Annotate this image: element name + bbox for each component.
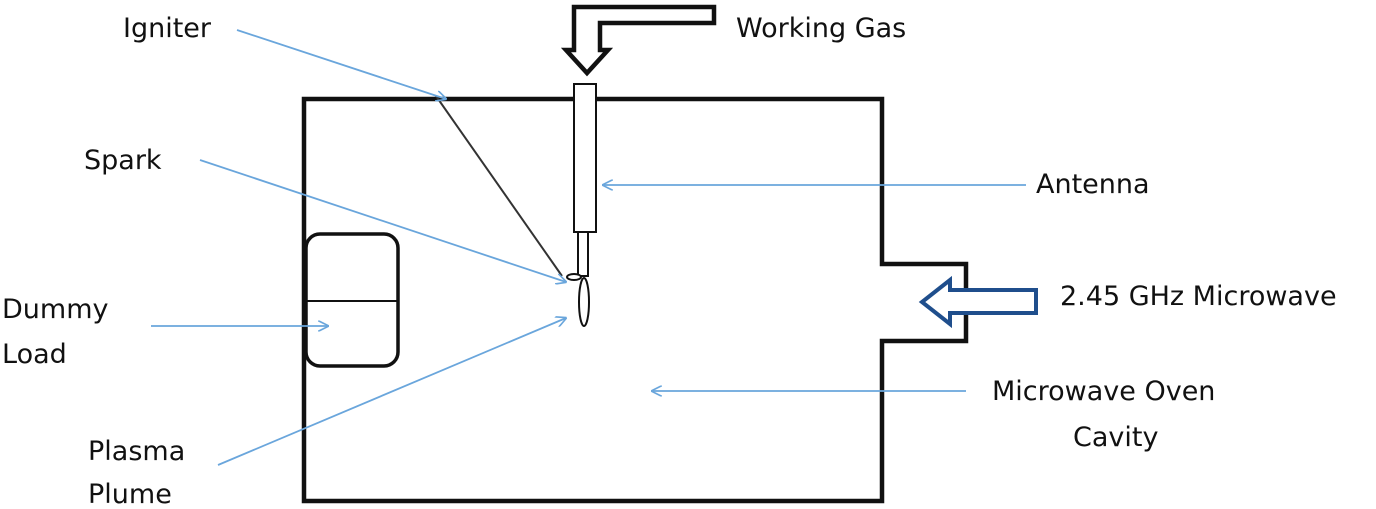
dummy-load-label-line1: Dummy: [2, 294, 109, 325]
igniter-wire: [435, 95, 563, 277]
spark-label: Spark: [84, 145, 162, 176]
spark-glyph: [566, 273, 582, 281]
microwave-input-arrow: [918, 275, 1038, 329]
cavity-label-line2: Cavity: [1073, 422, 1158, 453]
cavity-label-line1: Microwave Oven: [992, 376, 1215, 407]
oven-cavity-outline: [301, 96, 969, 504]
plasma-plume-label-line1: Plasma: [88, 436, 185, 467]
igniter-label: Igniter: [123, 13, 212, 44]
dummy-load-label-line2: Load: [2, 339, 67, 370]
working-gas-label: Working Gas: [736, 13, 906, 44]
plasma-plume-shape: [578, 277, 590, 327]
spark-pointer: [199, 159, 566, 282]
plasma-plume-pointer: [217, 318, 566, 466]
antenna-tip: [577, 231, 589, 277]
igniter-pointer: [236, 29, 446, 99]
antenna-label: Antenna: [1036, 169, 1150, 200]
plasma-plume-label-line2: Plume: [88, 479, 172, 509]
antenna-tube: [573, 83, 597, 233]
microwave-source-label: 2.45 GHz Microwave: [1060, 281, 1337, 312]
working-gas-arrow: [560, 4, 717, 77]
